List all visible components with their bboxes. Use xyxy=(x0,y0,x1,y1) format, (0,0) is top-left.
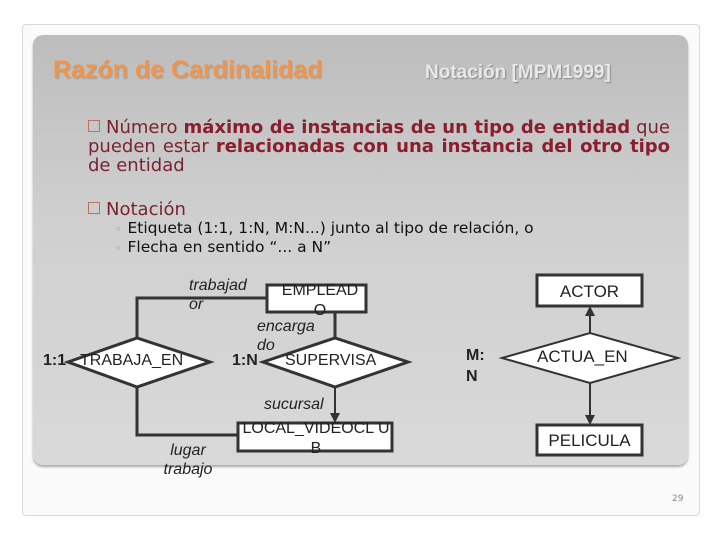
role-encargado: encarga do xyxy=(257,318,315,354)
bullet-label: Notación xyxy=(106,199,186,220)
subitem-text: Etiqueta (1:1, 1:N, M:N...) junto al tip… xyxy=(127,219,534,237)
circle-bullet-icon: ◦ xyxy=(115,223,122,236)
entity-local-label: LOCAL_VIDEOCL UB xyxy=(242,420,390,457)
cardinality-m-n: M: N xyxy=(466,347,485,385)
role-lugar-trabajo: lugar trabajo xyxy=(163,442,213,478)
page-number: 29 xyxy=(672,494,684,504)
slide-panel xyxy=(33,35,688,465)
bullet-notacion: Notación xyxy=(88,199,186,220)
line-trabaja-local xyxy=(135,387,238,437)
circle-bullet-icon: ◦ xyxy=(115,242,122,255)
entity-empleado-label: EMPLEAD O xyxy=(281,282,359,319)
cardinality-1-n: 1:N xyxy=(232,352,258,369)
bullet-definition: Número máximo de instancias de un tipo d… xyxy=(88,118,670,175)
subitem-text: Flecha en sentido “... a N” xyxy=(127,238,332,256)
entity-local xyxy=(236,421,394,453)
role-sucursal: sucursal xyxy=(264,396,324,413)
text-part: de entidad xyxy=(88,155,185,176)
entity-pelicula xyxy=(535,423,644,457)
relationship-supervisa-label: SUPERVISA xyxy=(285,352,377,369)
relationship-supervisa xyxy=(258,336,413,389)
role-trabajador: trabajad or xyxy=(189,277,247,313)
text-bold-part: relacionadas con una instancia del otro … xyxy=(215,136,670,157)
square-bullet-icon xyxy=(88,120,100,132)
subitem: ◦ Etiqueta (1:1, 1:N, M:N...) junto al ti… xyxy=(115,219,534,237)
entity-actor xyxy=(535,273,644,308)
cardinality-1-1: 1:1 xyxy=(43,352,67,369)
line-trabaja-empleado xyxy=(135,296,267,338)
entity-pelicula-label: PELICULA xyxy=(548,431,631,450)
slide-title: Razón de Cardinalidad xyxy=(53,56,323,84)
text-part: Número xyxy=(106,117,184,138)
relationship-actua-en xyxy=(498,331,682,385)
subitem: ◦ Flecha en sentido “... a N” xyxy=(115,238,331,256)
relationship-trabaja-en-label: TRABAJA_EN xyxy=(80,352,184,369)
text-part: que pueden estar xyxy=(88,117,670,157)
entity-actor-label: ACTOR xyxy=(559,282,620,301)
slide-subtitle: Notación [MPM1999] xyxy=(425,62,611,83)
relationship-actua-en-label: ACTUA_EN xyxy=(537,347,628,366)
entity-empleado xyxy=(265,283,368,314)
text-bold-part: máximo de instancias de un tipo de entid… xyxy=(183,117,631,138)
square-bullet-icon xyxy=(88,202,100,214)
relationship-trabaja-en xyxy=(63,336,215,389)
